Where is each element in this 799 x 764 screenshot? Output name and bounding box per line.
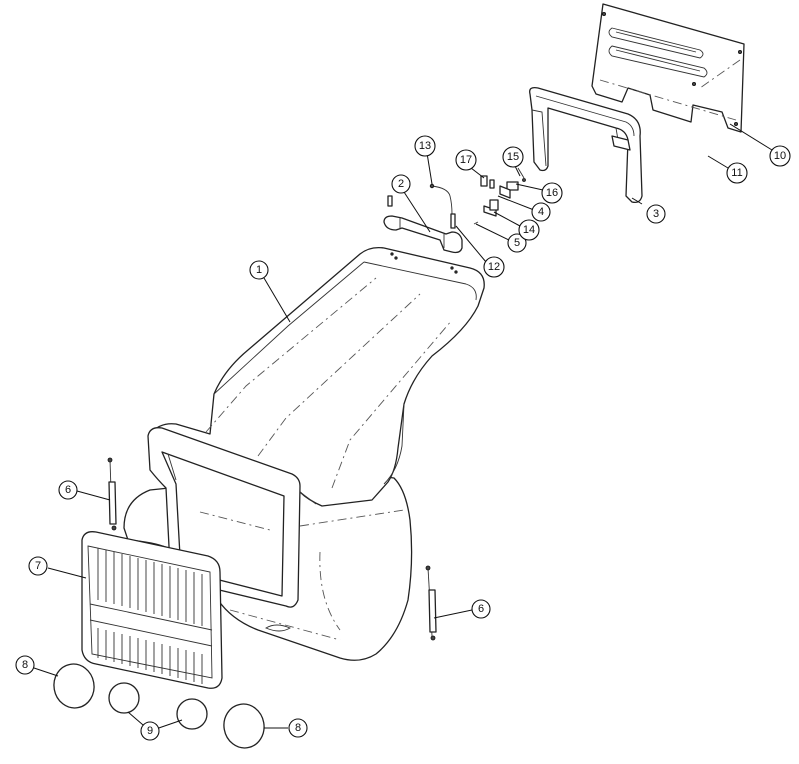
- callout-15: 15: [502, 146, 524, 168]
- callout-8-left: 8: [15, 655, 35, 675]
- callout-16: 16: [541, 182, 563, 204]
- gas-strut-right: [425, 565, 437, 641]
- callout-7-label: 7: [35, 560, 41, 572]
- callout-12: 12: [483, 256, 505, 278]
- callout-10-label: 10: [774, 150, 786, 162]
- callout-6-left: 6: [58, 480, 78, 500]
- hardware-cluster: [387, 167, 526, 229]
- hood-body: [123, 246, 485, 661]
- callout-5: 5: [507, 233, 527, 253]
- callout-3-label: 3: [653, 208, 659, 220]
- leader-lines: [33, 123, 773, 732]
- headlight-right: [223, 703, 265, 749]
- callout-5-label: 5: [514, 237, 520, 249]
- callout-13-label: 13: [419, 140, 431, 152]
- callout-17-label: 17: [460, 154, 472, 166]
- callout-9-label: 9: [147, 725, 153, 737]
- callout-11: 11: [726, 162, 748, 184]
- back-panel: [591, 3, 745, 133]
- rear-shroud: [529, 86, 643, 204]
- callout-9: 9: [140, 721, 160, 741]
- callout-6-right: 6: [471, 599, 491, 619]
- headlight-left: [53, 663, 95, 709]
- callout-12-label: 12: [488, 261, 500, 273]
- callout-3: 3: [646, 204, 666, 224]
- callout-2: 2: [391, 174, 411, 194]
- gas-strut-left: [107, 457, 117, 531]
- callout-15-label: 15: [507, 151, 519, 163]
- callout-1: 1: [249, 260, 269, 280]
- callout-6-right-label: 6: [478, 603, 484, 615]
- callout-14: 14: [518, 219, 540, 241]
- callout-4: 4: [531, 202, 551, 222]
- callout-1-label: 1: [256, 264, 262, 276]
- marker-light-left: [108, 682, 140, 714]
- marker-light-right: [176, 698, 208, 730]
- callout-10: 10: [769, 145, 791, 167]
- callout-4-label: 4: [538, 206, 544, 218]
- callout-6-left-label: 6: [65, 484, 71, 496]
- handle: [383, 215, 463, 254]
- callout-16-label: 16: [546, 187, 558, 199]
- callout-17: 17: [455, 149, 477, 171]
- callout-7: 7: [28, 556, 48, 576]
- callout-8-right: 8: [288, 718, 308, 738]
- callout-2-label: 2: [398, 178, 404, 190]
- callout-13: 13: [414, 135, 436, 157]
- grille: [81, 531, 223, 689]
- callout-14-label: 14: [523, 224, 535, 236]
- callout-8-left-label: 8: [22, 659, 28, 671]
- callout-8-right-label: 8: [295, 722, 301, 734]
- callout-11-label: 11: [731, 167, 742, 179]
